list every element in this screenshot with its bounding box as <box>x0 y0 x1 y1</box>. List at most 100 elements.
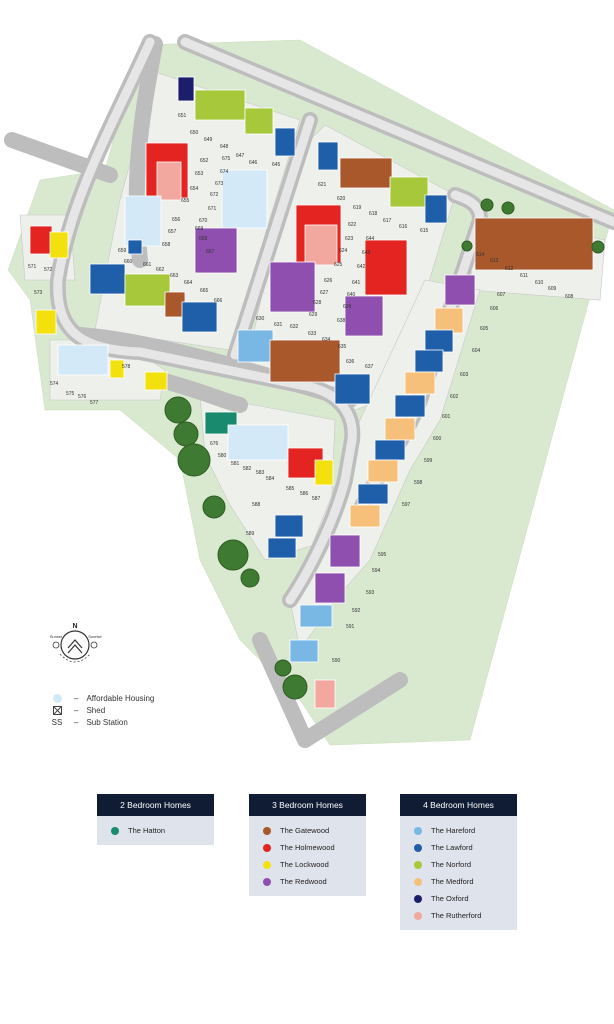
plot-number: 633 <box>308 331 317 337</box>
plot-number: 615 <box>420 228 429 234</box>
plot-number: 626 <box>324 278 333 284</box>
plot-number: 663 <box>170 273 179 279</box>
plot-number: 609 <box>548 286 557 292</box>
legend-3-bedroom: 3 Bedroom Homes The Gatewood The Holmewo… <box>249 794 366 896</box>
legend-item-holmewood: The Holmewood <box>249 839 366 856</box>
plot-number: 671 <box>208 206 217 212</box>
plot-number: 636 <box>346 359 355 365</box>
plot-number: 571 <box>28 264 37 270</box>
plot-number: 608 <box>565 294 574 300</box>
plot-number: 573 <box>34 290 43 296</box>
plot-number: 618 <box>369 211 378 217</box>
plot-number: 581 <box>231 461 240 467</box>
plot-number: 641 <box>352 280 361 286</box>
plot-number: 628 <box>313 300 322 306</box>
compass-sunset: Sunset <box>50 634 63 639</box>
plot-number: 584 <box>266 476 275 482</box>
legend-item-norford: The Norford <box>400 856 517 873</box>
plot-number: 646 <box>249 160 258 166</box>
plot-number: 595 <box>378 552 387 558</box>
legend-4-bedroom: 4 Bedroom Homes The Hareford The Lawford… <box>400 794 517 930</box>
plot-number: 624 <box>339 248 348 254</box>
shed-icon <box>52 706 62 715</box>
plot-number: 638 <box>337 318 346 324</box>
plot-number: 643 <box>362 250 371 256</box>
plot-number: 661 <box>143 262 152 268</box>
plot-number: 572 <box>44 267 53 273</box>
legend-item-gatewood: The Gatewood <box>249 822 366 839</box>
plot-number: 670 <box>199 218 208 224</box>
plot-number: 664 <box>184 280 193 286</box>
plot-number: 594 <box>372 568 381 574</box>
plot-number: 590 <box>332 658 341 664</box>
plot-number: 676 <box>210 441 219 447</box>
legend-item-hareford: The Hareford <box>400 822 517 839</box>
plot-number: 666 <box>214 298 223 304</box>
plot-number: 673 <box>215 181 224 187</box>
plot-number: 585 <box>286 486 295 492</box>
plot-number: 606 <box>490 306 499 312</box>
plot-number: 586 <box>300 491 309 497</box>
compass-sunrise: Sunrise <box>88 634 102 639</box>
plot-number: 649 <box>204 137 213 143</box>
plot-number: 574 <box>50 381 59 387</box>
key-affordable: –Affordable Housing <box>50 694 154 703</box>
plot-number: 640 <box>347 292 356 298</box>
plot-number: 668 <box>199 236 208 242</box>
plot-number: 612 <box>505 266 514 272</box>
compass-north: N <box>72 623 77 630</box>
plot-number: 587 <box>312 496 321 502</box>
plot-number: 629 <box>309 312 318 318</box>
plot-number: 665 <box>200 288 209 294</box>
plot-number: 616 <box>399 224 408 230</box>
plot-number: 582 <box>243 466 252 472</box>
plot-number: 631 <box>274 322 283 328</box>
plot-number: 589 <box>246 531 255 537</box>
plot-number: 630 <box>256 316 265 322</box>
plot-number: 592 <box>352 608 361 614</box>
plot-number: 655 <box>181 198 190 204</box>
plot-number: 639 <box>343 304 352 310</box>
plot-number: 667 <box>206 249 215 255</box>
plot-number: 656 <box>172 217 181 223</box>
plot-number: 627 <box>320 290 329 296</box>
plot-number: 591 <box>346 624 355 630</box>
plot-number: 602 <box>450 394 459 400</box>
legend-item-lawford: The Lawford <box>400 839 517 856</box>
plot-number: 658 <box>162 242 171 248</box>
plot-number: 672 <box>210 192 219 198</box>
plot-number: 613 <box>490 258 499 264</box>
plot-number: 652 <box>200 158 209 164</box>
legend-item-rutherford: The Rutherford <box>400 907 517 924</box>
plot-number: 580 <box>218 453 227 459</box>
plot-number: 645 <box>272 162 281 168</box>
plot-number: 651 <box>178 113 187 119</box>
plot-number: 647 <box>236 153 245 159</box>
plot-number: 620 <box>337 196 346 202</box>
plot-number: 605 <box>480 326 489 332</box>
plot-number: 600 <box>433 436 442 442</box>
plot-number: 674 <box>220 169 229 175</box>
plot-number: 675 <box>222 156 231 162</box>
key-substation: SS –Sub Station <box>51 718 128 727</box>
plot-number: 603 <box>460 372 469 378</box>
plot-number: 576 <box>78 394 87 400</box>
legend-2-bedroom: 2 Bedroom Homes The Hatton <box>97 794 214 845</box>
plot-number: 578 <box>122 364 131 370</box>
plot-number: 648 <box>220 144 229 150</box>
plot-number: 593 <box>366 590 375 596</box>
plot-number: 607 <box>497 292 506 298</box>
plot-number: 611 <box>520 273 528 279</box>
legend-title: 3 Bedroom Homes <box>249 794 366 816</box>
plot-number: 659 <box>118 248 127 254</box>
plot-number: 623 <box>345 236 354 242</box>
plot-number: 625 <box>334 262 343 268</box>
plot-number: 662 <box>156 267 165 273</box>
legend-item-hatton: The Hatton <box>97 822 214 839</box>
plot-number: 617 <box>383 218 392 224</box>
plot-number: 619 <box>353 205 362 211</box>
plot-number: 577 <box>90 400 99 406</box>
plot-number: 635 <box>338 344 347 350</box>
